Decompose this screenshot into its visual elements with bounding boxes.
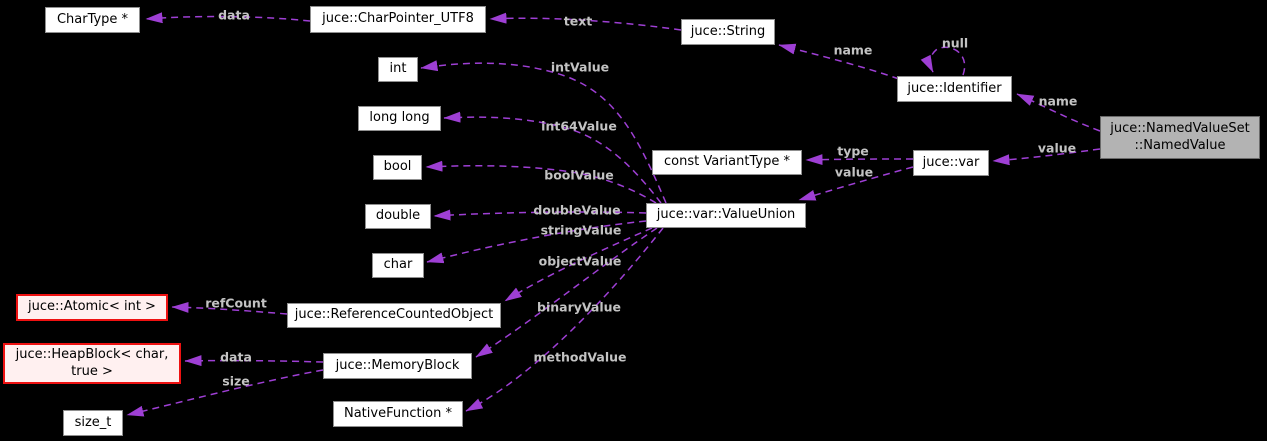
edge-label-size: size (222, 373, 250, 389)
edge-data-chartype (145, 12, 311, 24)
node-label: double (375, 208, 421, 224)
edge-text (489, 12, 682, 31)
edge-label-int64value: int64Value (541, 118, 617, 134)
node-var-valueunion[interactable]: juce::var::ValueUnion (646, 203, 806, 228)
edge-int64value (443, 111, 662, 204)
node-label: long long (369, 110, 430, 126)
node-label: juce::CharPointer_UTF8 (322, 11, 474, 27)
node-label: juce::var (922, 154, 980, 170)
edge-label-methodvalue: methodValue (533, 349, 627, 365)
node-namedvalueset-namedvalue: juce::NamedValueSet ::NamedValue (1100, 116, 1260, 159)
edge-binaryvalue (475, 227, 658, 358)
node-double[interactable]: double (365, 204, 431, 229)
edge-label-objectvalue: objectValue (538, 253, 622, 269)
edge-label-stringvalue: stringValue (540, 222, 622, 238)
edge-label-null: null (941, 35, 969, 51)
node-string[interactable]: juce::String (681, 19, 775, 45)
edge-label-refcount: refCount (205, 295, 267, 311)
node-charpointer-utf8[interactable]: juce::CharPointer_UTF8 (310, 6, 486, 33)
node-chartype[interactable]: CharType * (45, 7, 140, 33)
node-label-line1: juce::HeapBlock< char, (15, 346, 169, 362)
node-size-t[interactable]: size_t (63, 410, 123, 436)
node-nativefunction[interactable]: NativeFunction * (333, 401, 463, 427)
edge-stringvalue (426, 220, 647, 264)
edge-label-value-union: value (834, 164, 874, 180)
node-label: juce::var::ValueUnion (656, 207, 796, 223)
node-long-long[interactable]: long long (358, 106, 441, 131)
node-label: bool (383, 159, 412, 175)
edge-label-value-namedvalue: value (1037, 140, 1077, 156)
edge-label-intvalue: intValue (550, 59, 610, 75)
edge-objectvalue (504, 227, 653, 302)
node-label: juce::MemoryBlock (335, 357, 460, 373)
edge-boolvalue (425, 160, 657, 204)
edge-label-boolvalue: boolValue (544, 167, 614, 183)
edge-label-data-chartype: data (218, 7, 250, 23)
edge-label-data-heapblock: data (220, 349, 252, 365)
node-var[interactable]: juce::var (913, 150, 989, 176)
node-identifier[interactable]: juce::Identifier (897, 76, 1012, 102)
edge-label-binaryvalue: binaryValue (537, 299, 621, 315)
node-label: juce::Atomic< int > (28, 299, 156, 315)
edge-doublevalue (433, 209, 647, 221)
node-label: juce::Identifier (907, 80, 1002, 96)
edge-value-union (798, 166, 914, 201)
edge-label-type: type (837, 143, 869, 159)
node-label: juce::ReferenceCountedObject (294, 307, 494, 323)
node-bool[interactable]: bool (373, 155, 422, 180)
edge-refcount (171, 301, 288, 315)
node-memoryblock[interactable]: juce::MemoryBlock (323, 353, 472, 379)
node-atomic-int[interactable]: juce::Atomic< int > (16, 294, 168, 321)
node-label-line2: ::NamedValue (1134, 137, 1226, 153)
edge-label-name-string: name (833, 42, 873, 58)
edge-null-loop (920, 46, 966, 76)
node-int[interactable]: int (378, 57, 418, 82)
edge-label-text: text (563, 13, 593, 29)
edge-label-doublevalue: doubleValue (533, 202, 621, 218)
node-referencecountedobject[interactable]: juce::ReferenceCountedObject (287, 303, 501, 328)
node-label: char (383, 257, 413, 273)
edge-size (126, 369, 324, 417)
node-label: size_t (74, 414, 112, 430)
node-label: CharType * (56, 11, 129, 27)
node-label: NativeFunction * (343, 405, 453, 421)
node-label-line1: juce::NamedValueSet (1110, 120, 1250, 136)
node-label-line2: true > (71, 363, 113, 379)
node-label: juce::String (690, 23, 766, 39)
edge-name-string (778, 43, 900, 80)
edge-data-heapblock (184, 355, 324, 367)
node-const-varianttype[interactable]: const VariantType * (652, 150, 802, 175)
node-label: int (389, 61, 407, 77)
edge-value-var (992, 148, 1101, 166)
node-label: const VariantType * (664, 154, 790, 170)
edge-methodvalue (465, 227, 664, 412)
edge-label-name-identifier: name (1038, 93, 1078, 109)
node-heapblock-char-true[interactable]: juce::HeapBlock< char, true > (3, 343, 181, 384)
edge-type (805, 154, 914, 166)
node-char[interactable]: char (372, 253, 424, 278)
edge-intvalue (420, 60, 667, 204)
